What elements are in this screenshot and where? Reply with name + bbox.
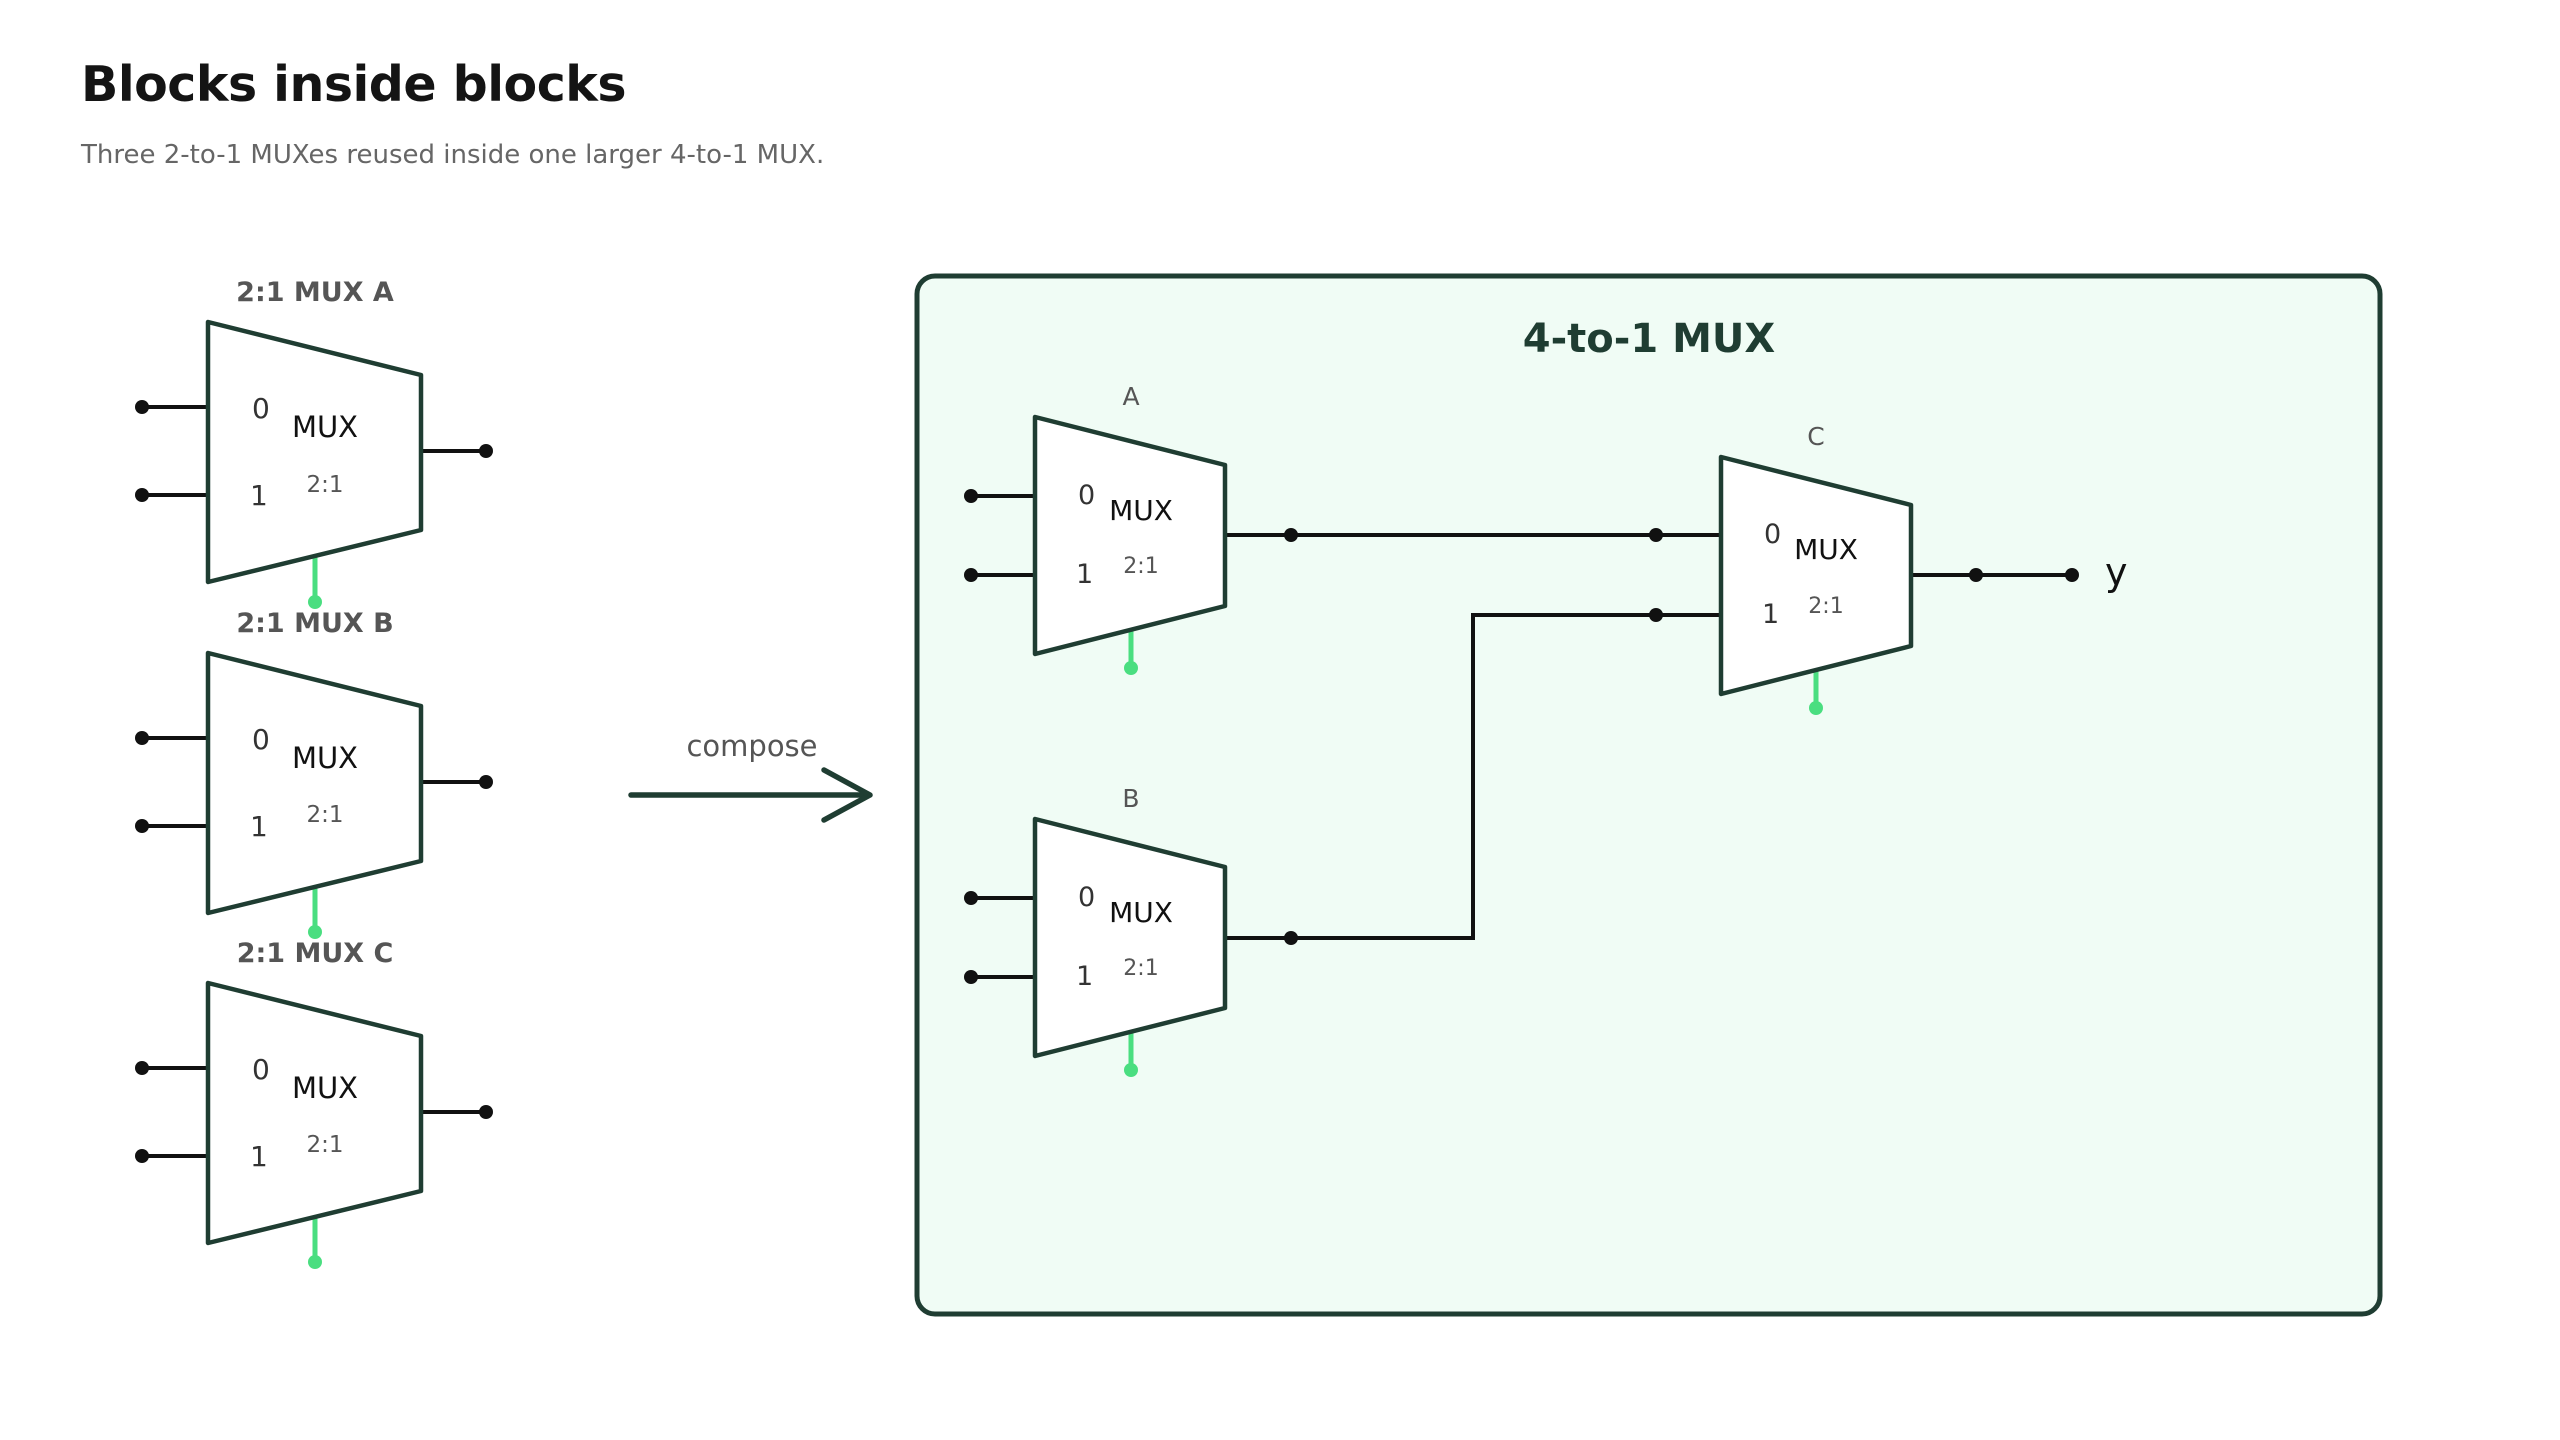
output-y-label: y bbox=[2105, 550, 2128, 594]
left-mux-a-out-dot bbox=[479, 444, 493, 458]
inner-mux-a-in1-label: 1 bbox=[1076, 559, 1093, 590]
page-subtitle: Three 2-to-1 MUXes reused inside one lar… bbox=[81, 140, 825, 170]
inner-mux-b-select-dot bbox=[1124, 1063, 1138, 1077]
compose-arrowhead-icon bbox=[821, 767, 873, 823]
inner-mux-c-in1-label: 1 bbox=[1762, 599, 1779, 630]
left-mux-b-in0-label: 0 bbox=[252, 723, 270, 756]
left-mux-c-body bbox=[205, 980, 424, 1246]
inner-mux-a-body bbox=[1032, 414, 1228, 657]
wire-y-dot bbox=[2065, 568, 2079, 582]
left-mux-c-body-label: MUX bbox=[292, 1071, 358, 1105]
left-mux-b-label: 2:1 MUX B bbox=[236, 608, 393, 639]
left-mux-b-out-dot bbox=[479, 775, 493, 789]
left-mux-c-label: 2:1 MUX C bbox=[237, 938, 394, 969]
left-mux-a: 2:1 MUX A 0 1 MUX 2:1 bbox=[135, 277, 493, 609]
left-mux-c-select-dot bbox=[308, 1255, 322, 1269]
wire-b-out-dot bbox=[1284, 931, 1298, 945]
inner-mux-b-label: B bbox=[1122, 784, 1139, 813]
left-mux-b-body bbox=[205, 650, 424, 916]
inner-mux-a-body-label: MUX bbox=[1109, 494, 1173, 527]
left-mux-c-in1-dot bbox=[135, 1149, 149, 1163]
inner-mux-b-in0-dot bbox=[964, 891, 978, 905]
left-mux-a-in0-dot bbox=[135, 400, 149, 414]
left-mux-a-in1-dot bbox=[135, 488, 149, 502]
inner-mux-c: C 0 1 MUX 2:1 bbox=[1718, 422, 1914, 715]
left-mux-a-label: 2:1 MUX A bbox=[236, 277, 394, 308]
page-title: Blocks inside blocks bbox=[81, 56, 627, 113]
inner-mux-c-body-label: MUX bbox=[1794, 533, 1858, 566]
left-mux-b-body-label: MUX bbox=[292, 741, 358, 775]
left-mux-a-body-label: MUX bbox=[292, 410, 358, 444]
inner-mux-c-label: C bbox=[1807, 422, 1824, 451]
inner-mux-b-ratio: 2:1 bbox=[1123, 956, 1158, 981]
left-mux-c-out-dot bbox=[479, 1105, 493, 1119]
left-mux-b-in0-dot bbox=[135, 731, 149, 745]
inner-mux-c-ratio: 2:1 bbox=[1808, 594, 1843, 619]
left-mux-a-in1-label: 1 bbox=[250, 479, 268, 512]
inner-mux-a-ratio: 2:1 bbox=[1123, 554, 1158, 579]
inner-mux-a-in1-dot bbox=[964, 568, 978, 582]
left-mux-b-in1-label: 1 bbox=[250, 810, 268, 843]
wire-c-out-dot bbox=[1969, 568, 1983, 582]
inner-mux-a-in0-dot bbox=[964, 489, 978, 503]
wire-a-out-dot bbox=[1284, 528, 1298, 542]
inner-mux-a-in0-label: 0 bbox=[1078, 480, 1095, 511]
inner-mux-b-in1-label: 1 bbox=[1076, 961, 1093, 992]
inner-mux-b-in0-label: 0 bbox=[1078, 882, 1095, 913]
wire-b-to-c bbox=[1225, 613, 1721, 940]
inner-mux-c-body bbox=[1718, 454, 1914, 697]
inner-mux-c-in0-label: 0 bbox=[1764, 519, 1781, 550]
left-mux-b: 2:1 MUX B 0 1 MUX 2:1 bbox=[135, 608, 493, 939]
left-mux-c-ratio: 2:1 bbox=[306, 1132, 343, 1158]
inner-mux-b-body bbox=[1032, 816, 1228, 1059]
container-title: 4-to-1 MUX bbox=[1523, 316, 1776, 362]
left-mux-b-in1-dot bbox=[135, 819, 149, 833]
left-mux-c: 2:1 MUX C 0 1 MUX 2:1 bbox=[135, 938, 493, 1269]
compose-arrow: compose bbox=[628, 729, 873, 823]
left-mux-b-ratio: 2:1 bbox=[306, 802, 343, 828]
left-mux-a-in0-label: 0 bbox=[252, 392, 270, 425]
inner-mux-b-in1-dot bbox=[964, 970, 978, 984]
left-mux-c-in1-label: 1 bbox=[250, 1140, 268, 1173]
inner-mux-a-label: A bbox=[1122, 382, 1139, 411]
left-mux-a-ratio: 2:1 bbox=[306, 472, 343, 498]
left-mux-c-in0-dot bbox=[135, 1061, 149, 1075]
four-to-one-container: 4-to-1 MUX y A 0 1 MUX 2:1 B bbox=[914, 273, 2383, 1317]
left-mux-b-select-dot bbox=[308, 925, 322, 939]
compose-label: compose bbox=[686, 729, 817, 763]
inner-mux-c-select-dot bbox=[1809, 701, 1823, 715]
inner-mux-b-body-label: MUX bbox=[1109, 896, 1173, 929]
left-mux-a-body bbox=[205, 319, 424, 585]
left-mux-c-in0-label: 0 bbox=[252, 1053, 270, 1086]
wire-c-in0-dot bbox=[1649, 528, 1663, 542]
inner-mux-a-select-dot bbox=[1124, 661, 1138, 675]
wire-c-in1-dot bbox=[1649, 608, 1663, 622]
inner-mux-a: A 0 1 MUX 2:1 bbox=[964, 382, 1228, 675]
left-mux-a-select-dot bbox=[308, 595, 322, 609]
inner-mux-b: B 0 1 MUX 2:1 bbox=[964, 784, 1228, 1077]
